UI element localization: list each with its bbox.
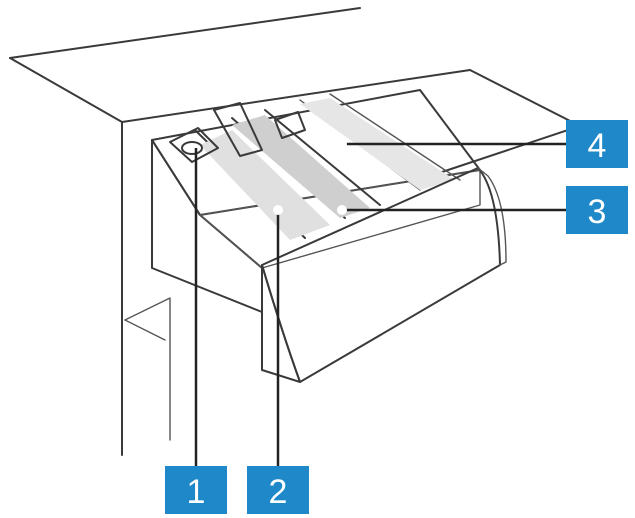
callout-badge-3: 3 <box>566 186 628 234</box>
leader-lines <box>194 139 566 478</box>
drawer-body <box>151 89 481 313</box>
leader-dot-3 <box>337 205 347 215</box>
leader-dot-4 <box>337 139 347 149</box>
callout-label-4: 4 <box>588 127 607 165</box>
leader-dot-2 <box>273 205 283 215</box>
callout-badge-1: 1 <box>165 466 227 514</box>
callout-badge-2: 2 <box>247 466 309 514</box>
callout-label-2: 2 <box>269 473 288 511</box>
callout-label-3: 3 <box>588 193 607 231</box>
callout-label-1: 1 <box>187 473 206 511</box>
callout-badge-4: 4 <box>566 120 628 168</box>
machine-cabinet <box>9 7 581 456</box>
